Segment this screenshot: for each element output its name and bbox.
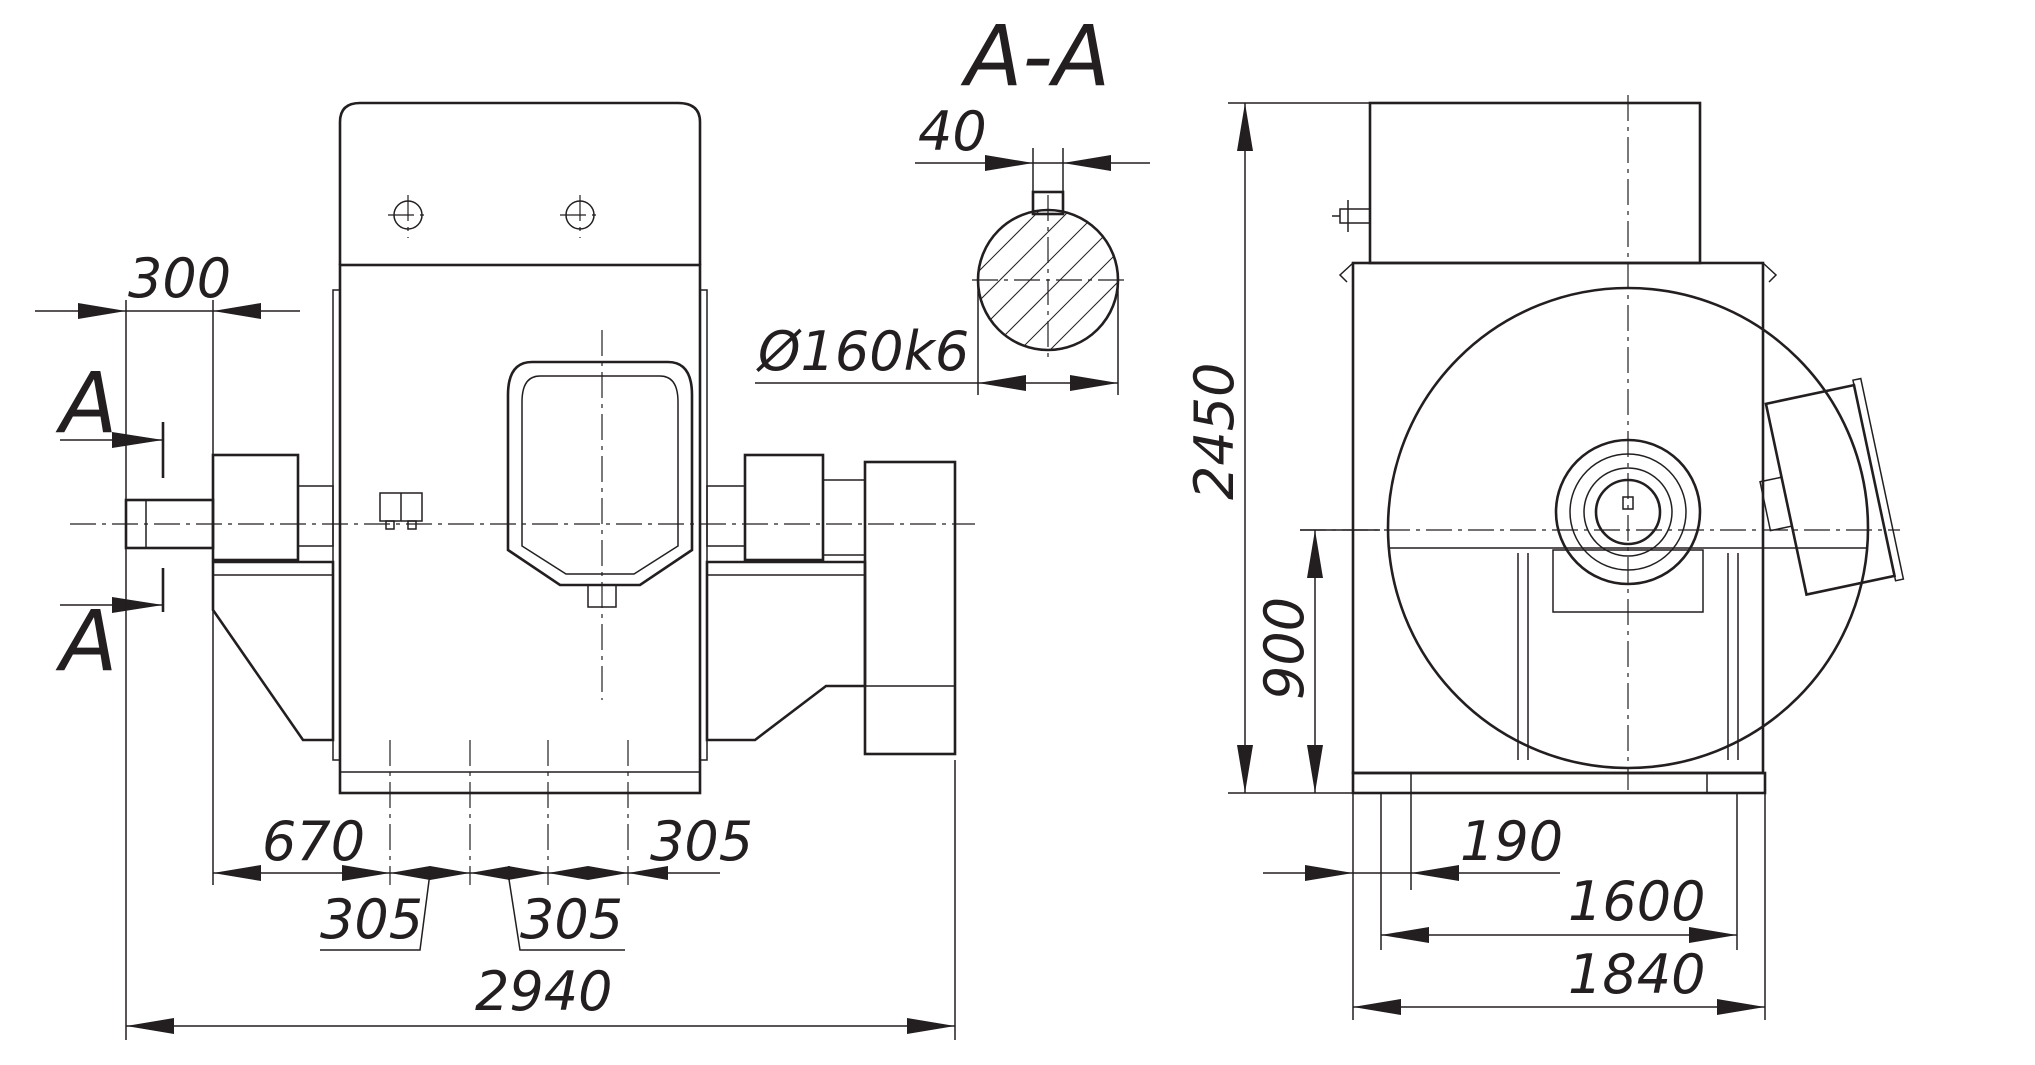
side-terminal-hood: [1368, 101, 1702, 265]
side-terminal-box: [1759, 377, 1905, 597]
right-bearing-housing: [743, 453, 825, 562]
inspection-hatch: [506, 360, 694, 587]
lifting-eye-left: [388, 195, 428, 238]
left-bearing-housing: [211, 453, 300, 562]
side-base: [1351, 771, 1767, 795]
lifting-eye-right: [560, 195, 600, 238]
dim-hole-pitch-3: 305: [650, 810, 753, 873]
right-base-support: [705, 560, 867, 742]
dim-hole-pitch-1: 305: [320, 888, 423, 951]
dim-overall-width: 1840: [1568, 943, 1705, 1006]
dim-mount-span: 1600: [1568, 870, 1705, 933]
front-view: A A 300 670 305 305 305: [35, 101, 975, 1040]
shaft-section-hatch: [978, 210, 1118, 350]
dim-foot-offset: 670: [262, 810, 365, 873]
section-title: A-A: [960, 7, 1110, 105]
dim-hole-pitch-2: 305: [520, 888, 623, 951]
side-view: 2450 900 190 1600 1840: [1183, 95, 1905, 1020]
section-marker-bottom: A: [55, 592, 117, 690]
dim-foot-width: 190: [1460, 810, 1563, 873]
dim-overall-length: 2940: [475, 960, 612, 1023]
dim-overall-height: 2450: [1183, 363, 1246, 500]
section-marker-top: A: [55, 354, 117, 452]
dim-shaft-diameter: Ø160k6: [756, 320, 969, 383]
section-view: A-A 40 Ø160k6: [755, 7, 1150, 395]
terminal-hood: [338, 101, 702, 265]
left-base-support: [211, 560, 335, 742]
dim-shaft-height: 900: [1253, 597, 1316, 700]
dim-key-width: 40: [918, 100, 987, 163]
side-housing: [1351, 261, 1765, 775]
dim-shaft-extension: 300: [128, 247, 231, 310]
end-cover: [863, 460, 957, 756]
